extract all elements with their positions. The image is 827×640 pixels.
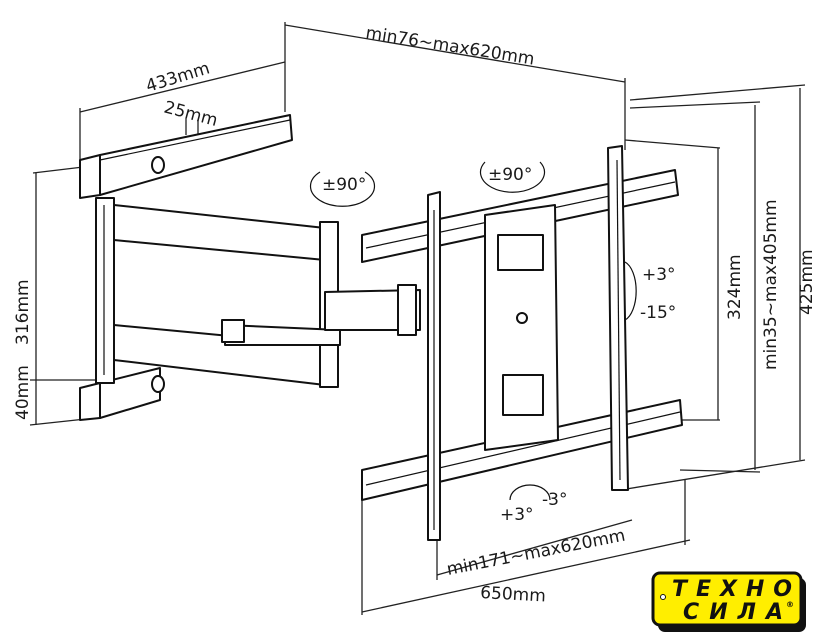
arm-thickness-label: 25mm [162, 98, 220, 131]
swing-arms [113, 204, 421, 388]
swivel-right-label: ±90° [488, 165, 532, 185]
wall-plate [79, 114, 293, 421]
vesa-horizontal-range-label: min171~max620mm [445, 526, 627, 580]
tilt-up-label: +3° [642, 265, 676, 285]
level-plus-label: +3° [500, 505, 534, 525]
arm-length-label: 433mm [144, 58, 213, 96]
svg-text:®: ® [786, 600, 794, 609]
level-minus-label: -3° [542, 490, 567, 510]
wall-plate-height-label: 316mm [13, 279, 33, 345]
vesa-vertical-range-label: min35~max405mm [761, 199, 781, 370]
plate-width-label: 650mm [480, 583, 547, 606]
rotation-arrows [309, 161, 637, 501]
tehnosila-logo: ТЕХНО СИЛА ® [651, 571, 806, 632]
wall-plate-bottom-label: 40mm [13, 365, 33, 420]
vesa-vertical-label: 324mm [725, 254, 745, 320]
plate-height-label: 425mm [797, 249, 817, 315]
tv-bracket [361, 145, 683, 541]
swivel-left-label: ±90° [322, 175, 366, 195]
tilt-down-label: -15° [640, 303, 676, 323]
top-width-label: min76~max620mm [364, 23, 536, 69]
